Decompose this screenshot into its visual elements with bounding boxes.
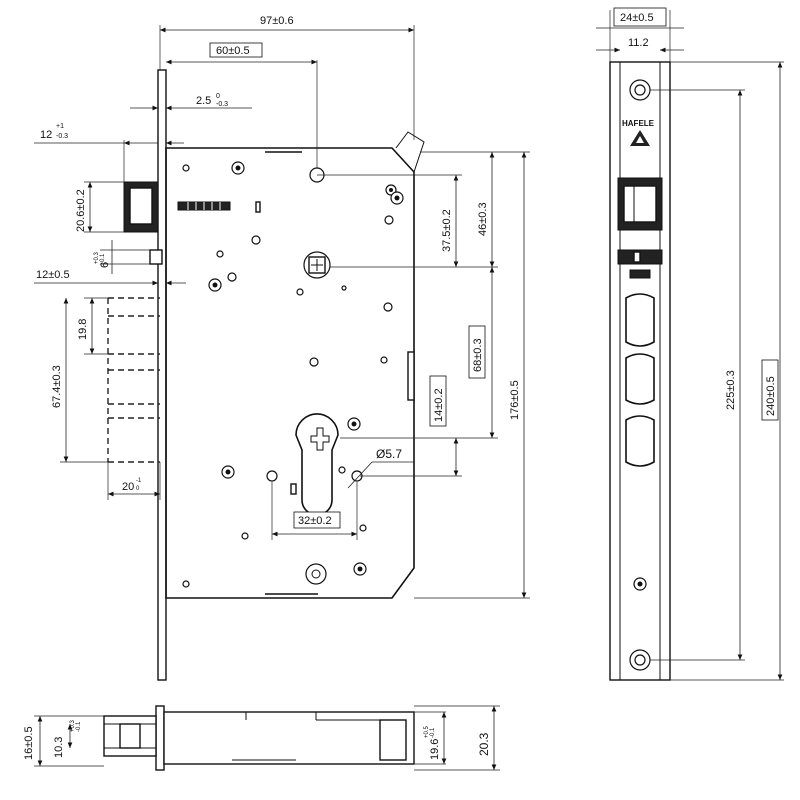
dim-label: 32±0.2 [298, 515, 332, 527]
screw-hole-left [266, 470, 278, 482]
dim-label: 20.6±0.2 [75, 189, 87, 232]
latch-shoulder [149, 249, 163, 265]
dim-label: 67.4±0.3 [51, 365, 63, 408]
faceplate-deadbolt-slot [617, 177, 663, 231]
dim-faceplate-thk-a: 12 +1 -0.3 [34, 123, 184, 182]
faceplate-screw-bottom [629, 649, 651, 671]
dim-label: Ø5.7 [376, 447, 402, 461]
bottom-body [163, 711, 415, 765]
front-view: 97±0.6 60±0.5 2.5 0 -0.3 12 +1 -0.3 [34, 15, 530, 681]
dim-hole-diameter: Ø5.7 [347, 447, 414, 489]
dim-label: 37.5±0.2 [441, 209, 453, 252]
tol-bot: -0.3 [216, 101, 228, 108]
faceplate-roller-3 [625, 415, 655, 467]
dim-faceplate-length: 240±0.5 [670, 61, 784, 681]
dim-faceplate-thk-b: 12±0.5 [34, 269, 186, 286]
dim-label: 10.3 [53, 737, 65, 758]
dim-label: 240±0.5 [765, 376, 777, 416]
tol-bot: -0.1 [430, 727, 436, 738]
latch-bolts [107, 297, 160, 463]
tol-top: 0 [216, 93, 220, 100]
dim-label: 12±0.5 [36, 269, 70, 281]
dim-label: 19.8 [77, 319, 89, 340]
dim-bolt-throw: 20 -1 0 [107, 462, 161, 500]
dim-label: 12 [40, 129, 52, 141]
dim-body-width: 19.6 +0.5 -0.1 [414, 711, 447, 765]
dim-label: 2.5 [196, 95, 211, 107]
dim-label: 16±0.5 [23, 726, 35, 760]
dim-label: 14±0.2 [433, 388, 445, 422]
dim-spindle-top: 37.5±0.2 46±0.3 [317, 151, 530, 268]
body-tab [395, 131, 425, 173]
side-view: HAFELE 24±0.5 [596, 7, 784, 681]
dim-label: 6 [99, 262, 111, 268]
tol-top: +0.3 [70, 719, 76, 732]
front-faceplate [157, 69, 167, 681]
dim-label: 11.2 [628, 37, 649, 49]
dim-overall-depth: 97±0.6 [159, 15, 415, 140]
dim-faceplate-offset: 2.5 0 -0.3 [130, 93, 252, 111]
tol-top: +1 [56, 123, 64, 130]
dim-label: 68±0.3 [472, 338, 484, 372]
spring [177, 201, 261, 213]
tol-bot: -0.1 [100, 253, 106, 264]
dim-label: 176±0.5 [509, 380, 521, 420]
dim-spindle-cylinder: 68±0.3 [340, 267, 498, 439]
bottom-view: 16±0.5 10.3 +0.3 -0.1 19.6 +0.5 -0.1 20.… [23, 705, 500, 771]
tol-top: +0.3 [94, 251, 100, 264]
dim-label: 20 [122, 481, 134, 493]
dim-label: 19.6 [429, 739, 441, 760]
dim-total-width: 20.3 [414, 705, 500, 771]
dim-label: 225±0.3 [725, 370, 737, 410]
dim-deadbolt-height: 20.6±0.2 [75, 181, 124, 233]
dim-latch-width: 10.3 +0.3 -0.1 [53, 719, 82, 758]
dim-backset: 60±0.5 [166, 42, 318, 168]
body-notch [407, 351, 415, 401]
dim-label: 97±0.6 [260, 15, 294, 27]
dim-faceplate-width: 24±0.5 [596, 7, 684, 62]
faceplate-trigger [629, 269, 651, 279]
dim-screw-spacing: 32±0.2 [271, 482, 358, 540]
faceplate-roller-1 [625, 293, 655, 347]
tol-bot: 0 [136, 486, 140, 492]
cylinder-cutout [295, 413, 339, 516]
brand-logo-text: HAFELE [622, 119, 655, 128]
dim-screw-pitch: 225±0.3 [650, 89, 745, 661]
dim-body-height: 176±0.5 [414, 152, 530, 599]
lock-body [165, 147, 415, 599]
dim-label: 20.3 [477, 732, 491, 756]
dim-bolt-width: 16±0.5 [23, 715, 104, 767]
dim-gap-small: 6 +0.3 -0.1 [94, 240, 150, 274]
brand-logo: HAFELE [622, 119, 655, 146]
dim-bolt-pitch-total: 67.4±0.3 [51, 298, 108, 463]
faceplate-latch [617, 249, 663, 265]
dim-label: 24±0.5 [620, 12, 654, 24]
tol-bot: -0.3 [56, 133, 68, 140]
tol-top: +0.5 [424, 725, 430, 738]
tol-top: -1 [136, 478, 142, 484]
spindle-hub [303, 251, 331, 279]
dim-small-offset: 14±0.2 [360, 375, 462, 477]
dim-label: 46±0.3 [477, 202, 489, 236]
faceplate-roller-2 [625, 353, 655, 405]
dim-inner-width: 11.2 [596, 37, 684, 53]
bottom-faceplate [155, 705, 165, 771]
dim-label: 60±0.5 [216, 45, 250, 57]
tol-bot: -0.1 [76, 721, 82, 732]
rivets [182, 161, 404, 588]
dim-bolt-spacing: 19.8 [77, 297, 108, 355]
faceplate-screw-top [629, 79, 651, 101]
